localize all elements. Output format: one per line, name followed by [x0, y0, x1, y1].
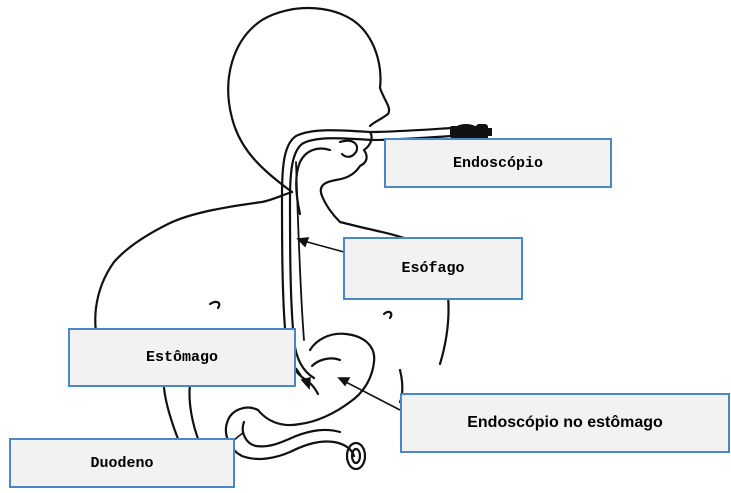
chest-line-2 [384, 312, 391, 318]
chest-line [210, 302, 219, 308]
tongue-curve [340, 141, 357, 157]
label-endoscopio: Endoscópio [384, 138, 612, 188]
arrow-endoscopio-estomago [342, 380, 400, 410]
label-endoscopio-no-estomago: Endoscópio no estômago [400, 393, 730, 453]
duodenum-outline [226, 408, 354, 459]
face-outline [321, 132, 372, 222]
label-estomago: Estômago [68, 328, 296, 387]
label-duodeno: Duodeno [9, 438, 235, 488]
left-arm-inner [164, 388, 180, 444]
label-estomago-text: Estômago [146, 349, 218, 366]
stomach-inner [312, 358, 340, 366]
label-endoscopio-no-estomago-text: Endoscópio no estômago [467, 414, 663, 432]
duodenum-end [347, 443, 365, 469]
neck-back [96, 192, 292, 308]
label-endoscopio-text: Endoscópio [453, 155, 543, 172]
arrow-duodeno [234, 432, 244, 440]
label-duodeno-text: Duodeno [90, 455, 153, 472]
esophagus-wall [296, 162, 304, 340]
label-esofago: Esófago [343, 237, 523, 300]
head-outline [228, 8, 389, 192]
label-esofago-text: Esófago [401, 260, 464, 277]
torso-left-side [189, 384, 200, 444]
